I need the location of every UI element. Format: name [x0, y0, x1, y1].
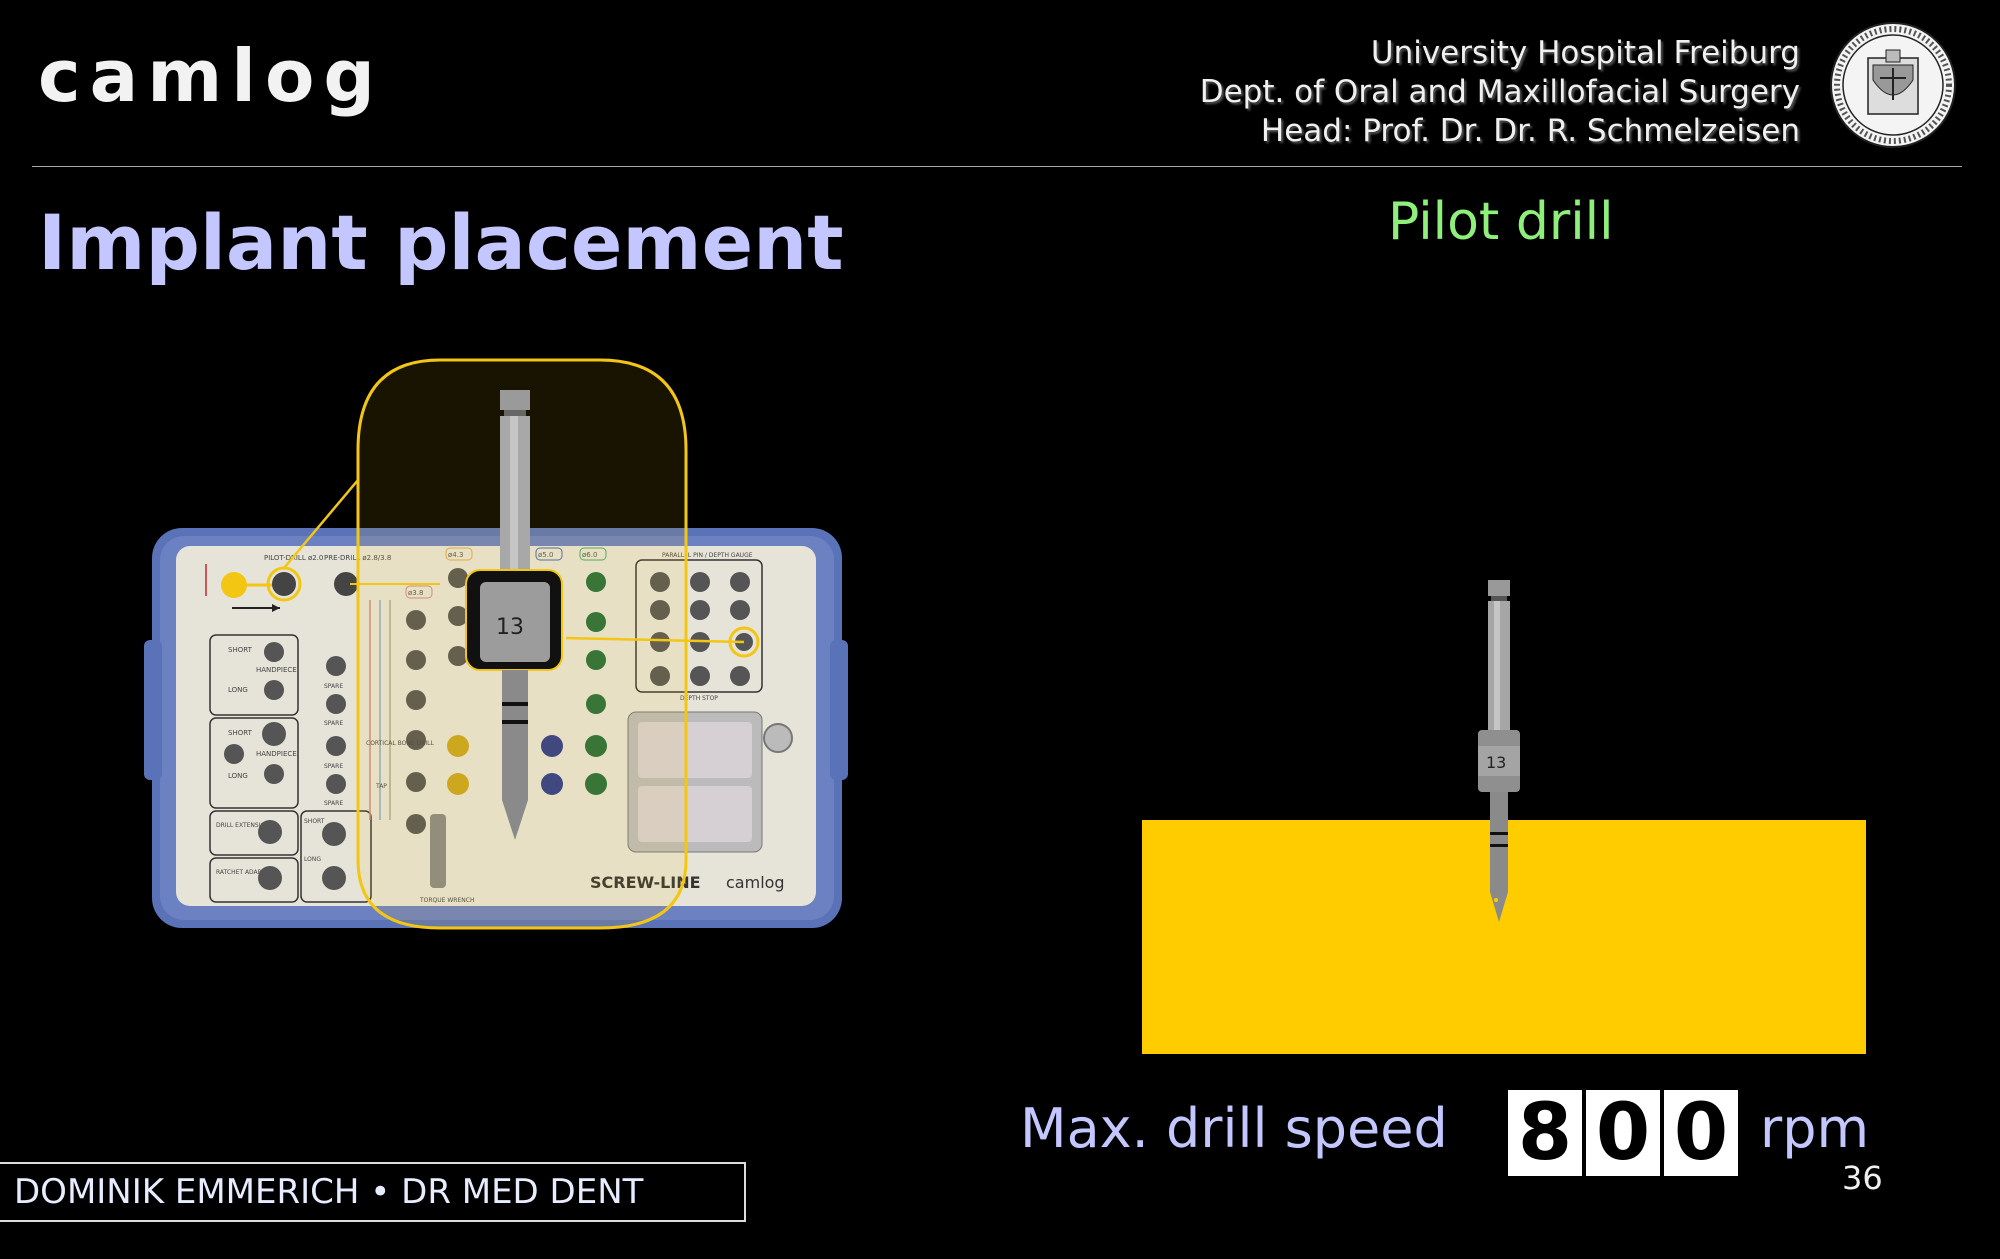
max-speed-label: Max. drill speed: [1020, 1097, 1448, 1160]
label-d38: ø3.8: [408, 589, 423, 597]
label-spare-1: SPARE: [324, 683, 343, 690]
label-d43: ø4.3: [448, 551, 463, 559]
kit-brand-line: SCREW-LINE: [590, 873, 701, 892]
label-tap: TAP: [375, 783, 387, 790]
label-short-3: SHORT: [304, 818, 325, 825]
header-line-2: Dept. of Oral and Maxillofacial Surgery: [1199, 74, 1800, 110]
label-ratchet-adapter: RATCHET ADAPTER: [216, 869, 273, 876]
label-d60: ø6.0: [582, 551, 597, 559]
surgical-kit-tray: PILOT-DRILL ø2.0 PRE-DRILL ø2.8/3.8 SHOR…: [144, 358, 848, 930]
kit-brand-logo: camlog: [726, 873, 785, 892]
label-spare-3: SPARE: [324, 763, 343, 770]
speed-unit: rpm: [1760, 1097, 1870, 1160]
pilot-drill-illustration: 13: [1478, 580, 1520, 922]
slide-title: Implant placement: [38, 198, 844, 287]
speed-digit-2: 0: [1586, 1090, 1660, 1176]
institution-header: University Hospital Freiburg Dept. of Or…: [1200, 34, 1800, 151]
camlog-logo: camlog: [38, 34, 384, 118]
label-cortical-bone-drill: CORTICAL BONE DRILL: [366, 740, 434, 747]
label-handpiece-2: HANDPIECE: [256, 750, 297, 758]
label-depth-stop: DEPTH STOP: [680, 695, 718, 702]
scene-drill-marking: 13: [1486, 753, 1506, 772]
speed-digit-1: 8: [1508, 1090, 1582, 1176]
drill-marking: 13: [496, 615, 524, 640]
label-torque-wrench: TORQUE WRENCH: [419, 897, 474, 904]
label-d50: ø5.0: [538, 551, 553, 559]
header-line-3: Head: Prof. Dr. Dr. R. Schmelzeisen: [1260, 113, 1800, 149]
university-seal-icon: [1830, 22, 1956, 148]
header-divider: [32, 166, 1962, 167]
presenter-footer: DOMINIK EMMERICH • DR MED DENT: [0, 1162, 746, 1222]
label-handpiece-1: HANDPIECE: [256, 666, 297, 674]
torque-wrench: [430, 814, 446, 888]
speed-digit-3: 0: [1664, 1090, 1738, 1176]
page-number: 36: [1842, 1159, 1883, 1197]
label-spare-2: SPARE: [324, 720, 343, 727]
label-spare-4: SPARE: [324, 800, 343, 807]
label-parallel-pin: PARALLEL PIN / DEPTH GAUGE: [662, 552, 753, 559]
drill-enlarged: 13: [465, 390, 563, 840]
header-line-1: University Hospital Freiburg: [1370, 35, 1800, 71]
label-drill-extension: DRILL EXTENSION: [216, 822, 270, 829]
label-long-3: LONG: [304, 856, 321, 863]
pilot-drill-scene: 13: [1142, 580, 1866, 1054]
label-short-2: SHORT: [228, 729, 253, 737]
label-long-1: LONG: [228, 686, 248, 694]
step-label: Pilot drill: [1388, 192, 1614, 252]
label-long-2: LONG: [228, 772, 248, 780]
label-short-1: SHORT: [228, 646, 253, 654]
speed-counter: 8 0 0: [1508, 1090, 1738, 1176]
